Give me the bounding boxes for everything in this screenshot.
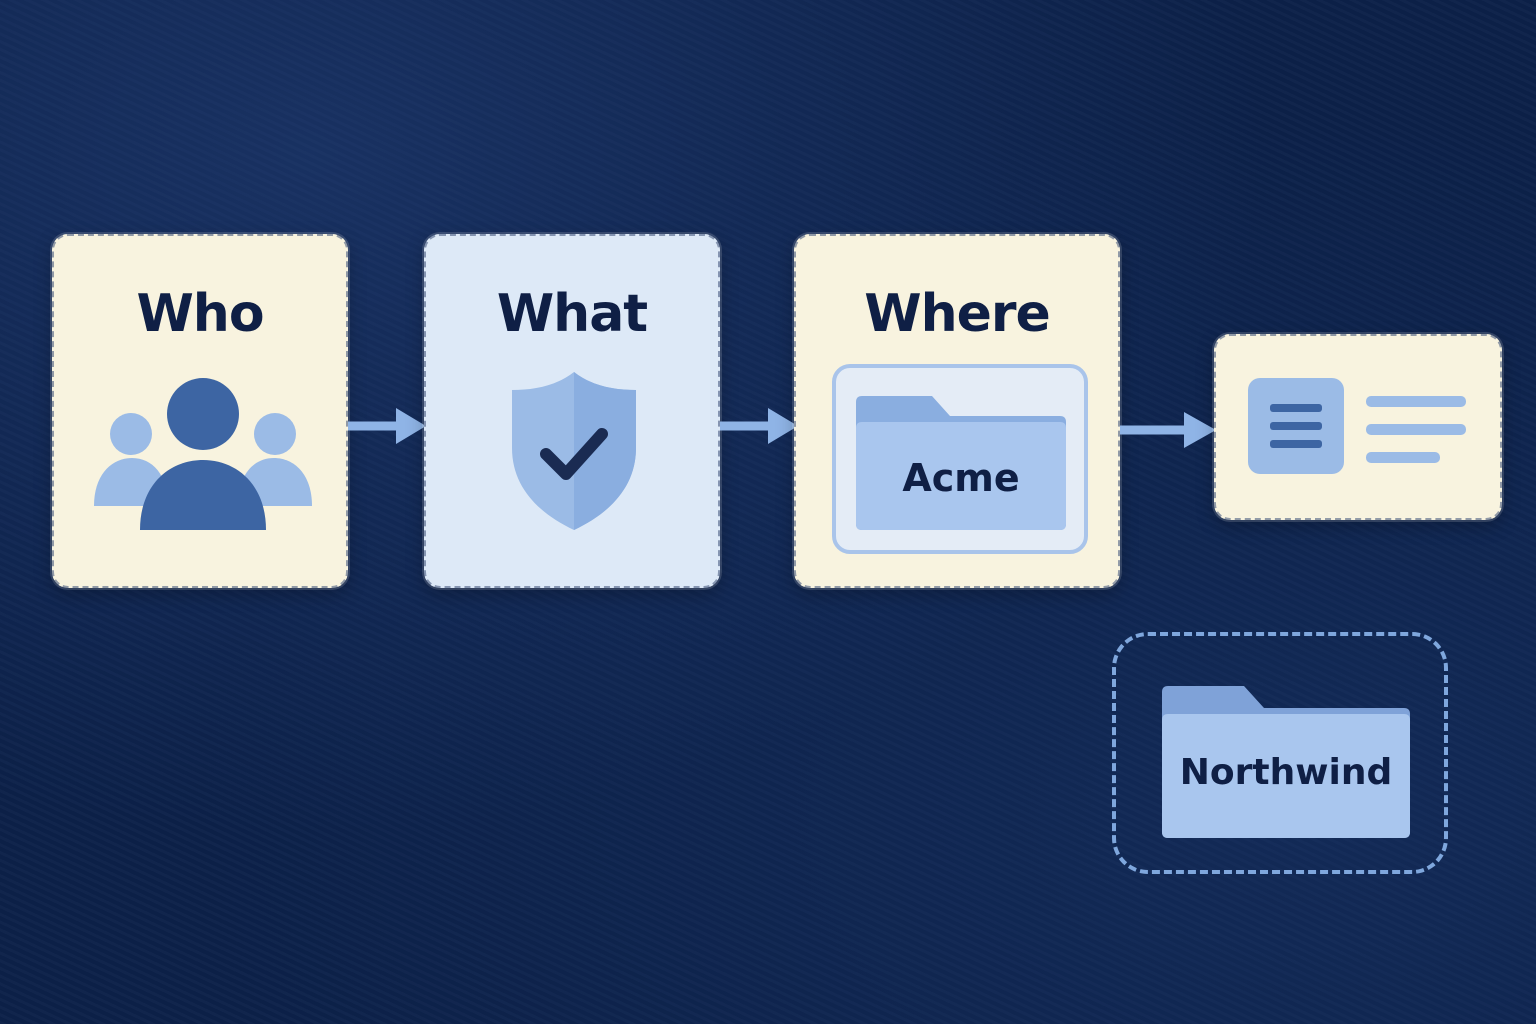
where-title: Where [864, 284, 1051, 344]
arrow-who-to-what [348, 408, 426, 444]
what-title: What [496, 284, 648, 344]
result-card [1214, 334, 1502, 520]
acme-folder-label: Acme [902, 456, 1020, 500]
document-details-icon [1248, 378, 1466, 474]
who-title: Who [136, 284, 264, 344]
where-card: Where Acme [794, 234, 1120, 588]
northwind-folder-label: Northwind [1179, 752, 1393, 793]
who-card: Who [52, 234, 348, 588]
arrow-what-to-where [720, 408, 798, 444]
detached-folder-group: Northwind [1112, 632, 1448, 874]
what-card: What [424, 234, 720, 588]
users-group-icon [94, 378, 312, 530]
shield-check-icon [512, 372, 636, 530]
folder-icon [856, 396, 1066, 530]
folder-selection-frame: Acme [832, 364, 1088, 554]
northwind-folder-icon [1162, 686, 1410, 838]
arrow-where-to-result [1120, 412, 1216, 448]
